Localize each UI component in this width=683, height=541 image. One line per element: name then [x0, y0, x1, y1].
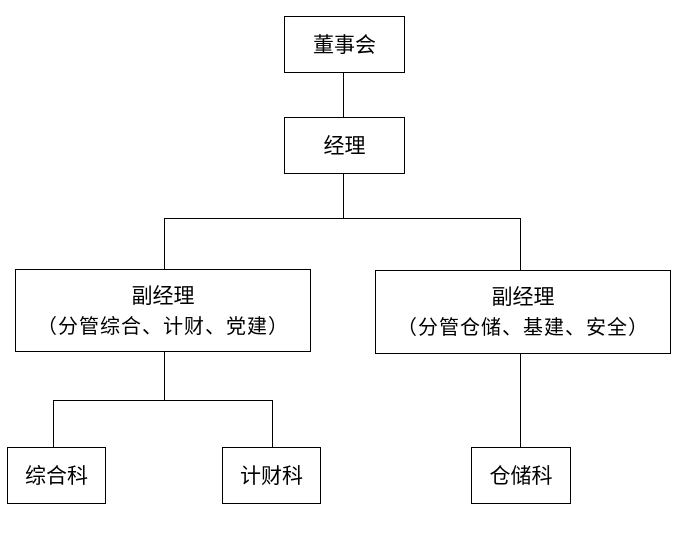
deputy-right-title: 副经理 — [491, 285, 555, 309]
connector-finance-up — [272, 400, 273, 448]
connector-left-depts-bar — [53, 400, 273, 401]
dept-general-label: 综合科 — [25, 463, 88, 488]
connector-deputies-bar — [164, 218, 521, 219]
deputy-right-scope: （分管仓储、基建、安全） — [397, 315, 649, 339]
deputy-left-node: 副经理 （分管综合、计财、党建） — [15, 269, 311, 352]
connector-manager-down — [343, 173, 344, 219]
dept-finance-node: 计财科 — [222, 447, 321, 504]
board-node: 董事会 — [284, 16, 405, 73]
connector-deputy-left-up — [164, 218, 165, 270]
dept-warehouse-label: 仓储科 — [489, 463, 553, 488]
connector-general-up — [53, 400, 54, 448]
deputy-right-node: 副经理 （分管仓储、基建、安全） — [375, 270, 671, 354]
connector-board-manager — [343, 72, 344, 118]
dept-general-node: 综合科 — [7, 447, 106, 504]
dept-finance-label: 计财科 — [240, 463, 303, 488]
board-label: 董事会 — [313, 32, 376, 57]
connector-deputy-right-up — [520, 218, 521, 271]
dept-warehouse-node: 仓储科 — [471, 447, 571, 504]
manager-label: 经理 — [323, 133, 366, 158]
deputy-left-title: 副经理 — [131, 283, 195, 308]
manager-node: 经理 — [284, 117, 405, 174]
connector-deputy-left-down — [164, 351, 165, 401]
connector-deputy-right-down — [520, 353, 521, 448]
deputy-left-scope: （分管综合、计财、党建） — [37, 313, 289, 338]
